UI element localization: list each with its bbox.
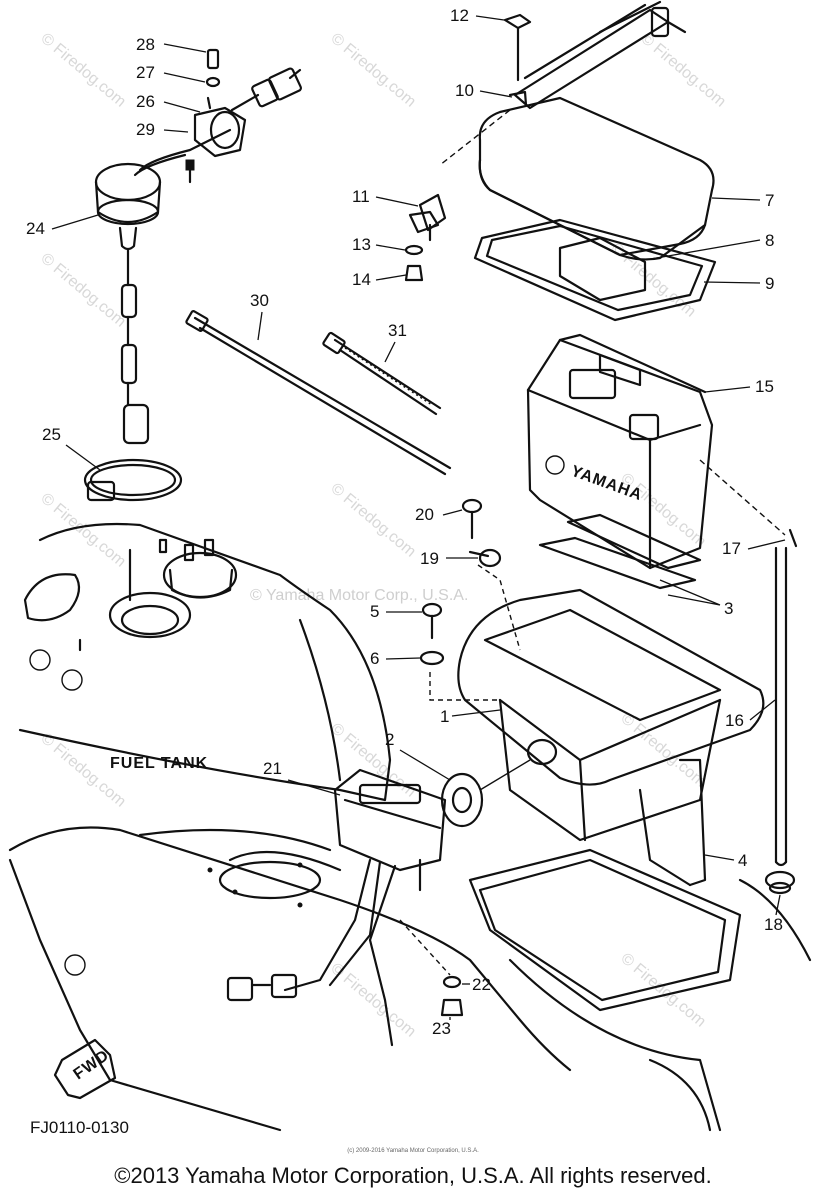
vent-tube: [699, 459, 798, 895]
callout-23: 23: [432, 1019, 451, 1038]
fuel-tank-label: FUEL TANK: [110, 755, 208, 772]
callout-22: 22: [472, 975, 491, 994]
battery-case: [457, 588, 765, 887]
tie-bands: [185, 310, 452, 476]
callout-11: 11: [352, 187, 370, 206]
callout-5: 5: [370, 602, 379, 621]
callouts: 28 27 26 29 24 25 12 10 11 13 14 7 8 9 3…: [26, 6, 786, 1038]
callout-12: 12: [450, 6, 469, 25]
svg-text:© Firedog.com: © Firedog.com: [617, 470, 708, 551]
callout-17: 17: [722, 539, 741, 558]
fuel-sender-unit: [94, 128, 232, 445]
copyright-footer: ©2013 Yamaha Motor Corporation, U.S.A. A…: [114, 1163, 712, 1188]
callout-9: 9: [765, 274, 774, 293]
callout-27: 27: [136, 63, 155, 82]
switch-harness: [226, 768, 447, 1047]
svg-text:© Firedog.com: © Firedog.com: [327, 480, 418, 561]
battery-pads: [538, 513, 702, 590]
svg-text:© Firedog.com: © Firedog.com: [637, 30, 728, 111]
svg-text:© Firedog.com: © Firedog.com: [327, 720, 418, 801]
callout-26: 26: [136, 92, 155, 111]
callout-16: 16: [725, 711, 744, 730]
callout-24: 24: [26, 219, 45, 238]
svg-text:© Firedog.com: © Firedog.com: [617, 950, 708, 1031]
fasteners: [419, 498, 521, 701]
callout-14: 14: [352, 270, 371, 289]
svg-text:YAMAHA: YAMAHA: [569, 463, 645, 505]
parts-diagram: © Firedog.com © Firedog.com © Firedog.co…: [8, 0, 812, 1137]
tiny-copyright-note: (c) 2009-2016 Yamaha Motor Corporation, …: [347, 1148, 479, 1154]
callout-3: 3: [724, 599, 733, 618]
svg-text:© Firedog.com: © Firedog.com: [37, 250, 128, 331]
callout-8: 8: [765, 231, 774, 250]
callout-25: 25: [42, 425, 61, 444]
battery-cover: [473, 96, 717, 322]
callout-30: 30: [250, 291, 269, 310]
svg-text:© Yamaha Motor Corp., U.S.A.: © Yamaha Motor Corp., U.S.A.: [250, 587, 468, 604]
callout-10: 10: [455, 81, 474, 100]
fwd-arrow: FWD: [53, 1038, 117, 1100]
callout-13: 13: [352, 235, 371, 254]
callout-19: 19: [420, 549, 439, 568]
callout-15: 15: [755, 377, 774, 396]
callout-1: 1: [440, 707, 449, 726]
callout-6: 6: [370, 649, 379, 668]
callout-28: 28: [136, 35, 155, 54]
sender-bracket: [185, 48, 302, 184]
callout-7: 7: [765, 191, 774, 210]
callout-2: 2: [385, 730, 394, 749]
diagram-code: FJ0110-0130: [30, 1118, 129, 1137]
fuel-tank: [18, 522, 392, 802]
battery-strap: [404, 0, 687, 282]
grommet: [440, 759, 531, 828]
callout-31: 31: [388, 321, 407, 340]
svg-text:© Firedog.com: © Firedog.com: [37, 30, 128, 111]
callout-21: 21: [263, 759, 282, 778]
hose-clamp: [83, 458, 183, 502]
callout-29: 29: [136, 120, 155, 139]
watermarks: © Firedog.com © Firedog.com © Firedog.co…: [37, 30, 728, 1041]
callout-4: 4: [738, 851, 747, 870]
svg-text:© Firedog.com: © Firedog.com: [37, 490, 128, 571]
callout-18: 18: [764, 915, 783, 934]
hull-outline: [8, 826, 812, 1132]
svg-text:© Firedog.com: © Firedog.com: [327, 30, 418, 111]
callout-20: 20: [415, 505, 434, 524]
nuts: [399, 919, 464, 1017]
